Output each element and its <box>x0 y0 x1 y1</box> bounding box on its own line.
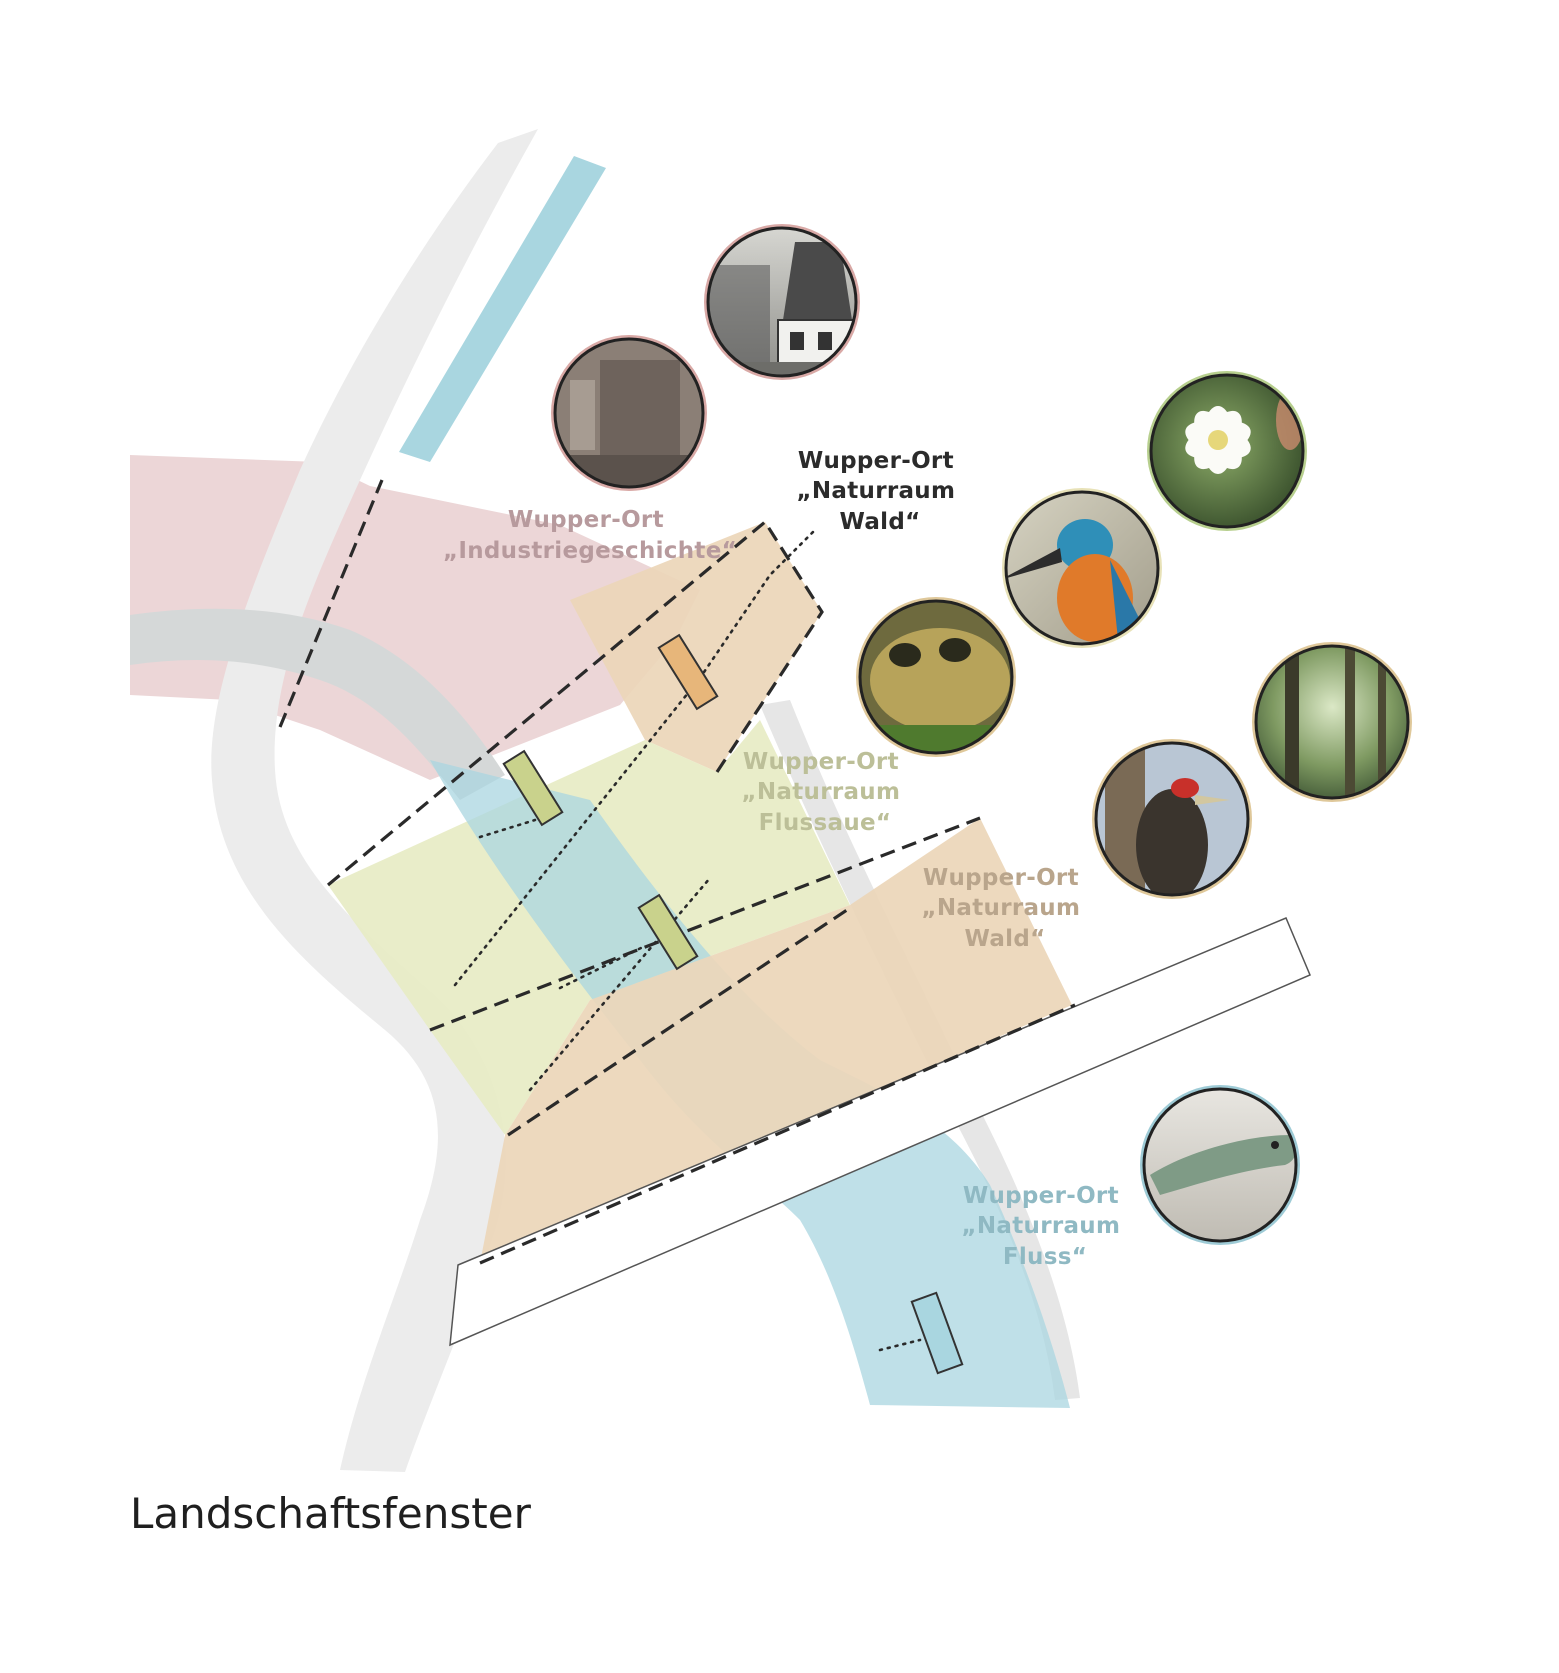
upper-window-edge <box>326 519 824 887</box>
sightline-2 <box>478 818 537 839</box>
side-path-upper <box>130 608 505 800</box>
forest-photo-icon <box>1252 642 1412 802</box>
fish-photo-icon <box>1140 1085 1300 1245</box>
river-path-right <box>760 700 1080 1400</box>
toad-photo-icon <box>856 597 1016 757</box>
kingfisher-photo-icon <box>1002 488 1162 648</box>
platform-mid <box>502 749 564 827</box>
lower-window-edge-b <box>479 1003 1076 1265</box>
label-industry: Wupper-Ort „Industriegeschichte“ <box>443 507 737 564</box>
sightline-5 <box>878 1338 922 1352</box>
label-forest-top: Wupper-Ort „Naturraum Wald“ <box>796 448 963 535</box>
anemone-flower-photo-icon <box>1147 371 1307 531</box>
label-forest-bottom: Wupper-Ort „Naturraum Wald“ <box>921 865 1088 952</box>
woodpecker-photo-icon <box>1092 739 1252 899</box>
label-river: Wupper-Ort „Naturraum Fluss“ <box>961 1183 1128 1270</box>
platform-river <box>910 1291 964 1375</box>
platform-low <box>637 893 699 971</box>
river-upper <box>399 156 606 462</box>
forest-zone-lower <box>480 818 1072 1263</box>
platform-upper <box>657 633 719 711</box>
label-floodplain: Wupper-Ort „Naturraum Flussaue“ <box>741 749 908 836</box>
middle-window-edge <box>429 816 981 1032</box>
sightline-1 <box>453 528 817 987</box>
mill-tower-photo-icon <box>704 224 860 380</box>
diagram-title: Landschaftsfenster <box>130 1489 532 1538</box>
industrial-machinery-photo-icon <box>551 335 707 491</box>
forest-zone-upper <box>570 522 822 772</box>
sightline-4 <box>528 876 712 1092</box>
sightline-3 <box>558 944 647 990</box>
main-path <box>211 129 538 1472</box>
